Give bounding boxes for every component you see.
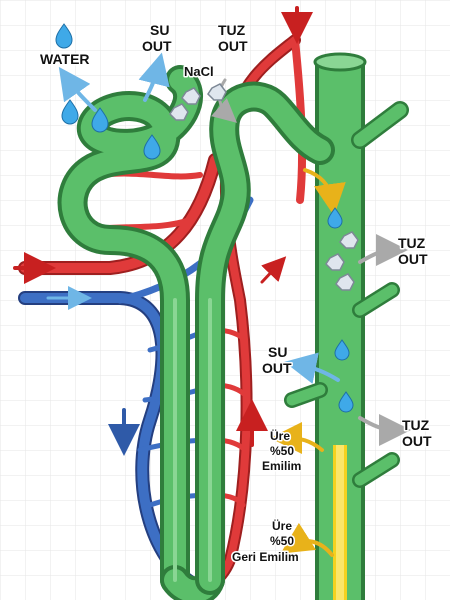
label-nacl: NaCl [184,64,214,79]
label-ure-geri-line3: Geri Emilim [232,550,299,564]
label-tuz-out-low-line1: TUZ [402,417,430,433]
label-ure-geri-line1: Üre [272,518,292,533]
label-ure-geri-line2: %50 [270,534,294,548]
label-ure-emilim-line3: Emilim [262,459,301,473]
label-su-out-top-line1: SU [150,22,169,38]
label-tuz-out-right-line2: OUT [398,251,428,267]
label-ure-emilim-line2: %50 [270,444,294,458]
label-su-out-mid-line2: OUT [262,360,292,376]
label-tuz-out-top-line1: TUZ [218,22,246,38]
label-tuz-out-top-line2: OUT [218,38,248,54]
label-tuz-out-low-line2: OUT [402,433,432,449]
label-su-out-top-line2: OUT [142,38,172,54]
label-ure-emilim-line1: Üre [270,428,290,443]
label-water: WATER [40,51,90,67]
label-tuz-out-right-line1: TUZ [398,235,426,251]
label-su-out-mid-line1: SU [268,344,287,360]
